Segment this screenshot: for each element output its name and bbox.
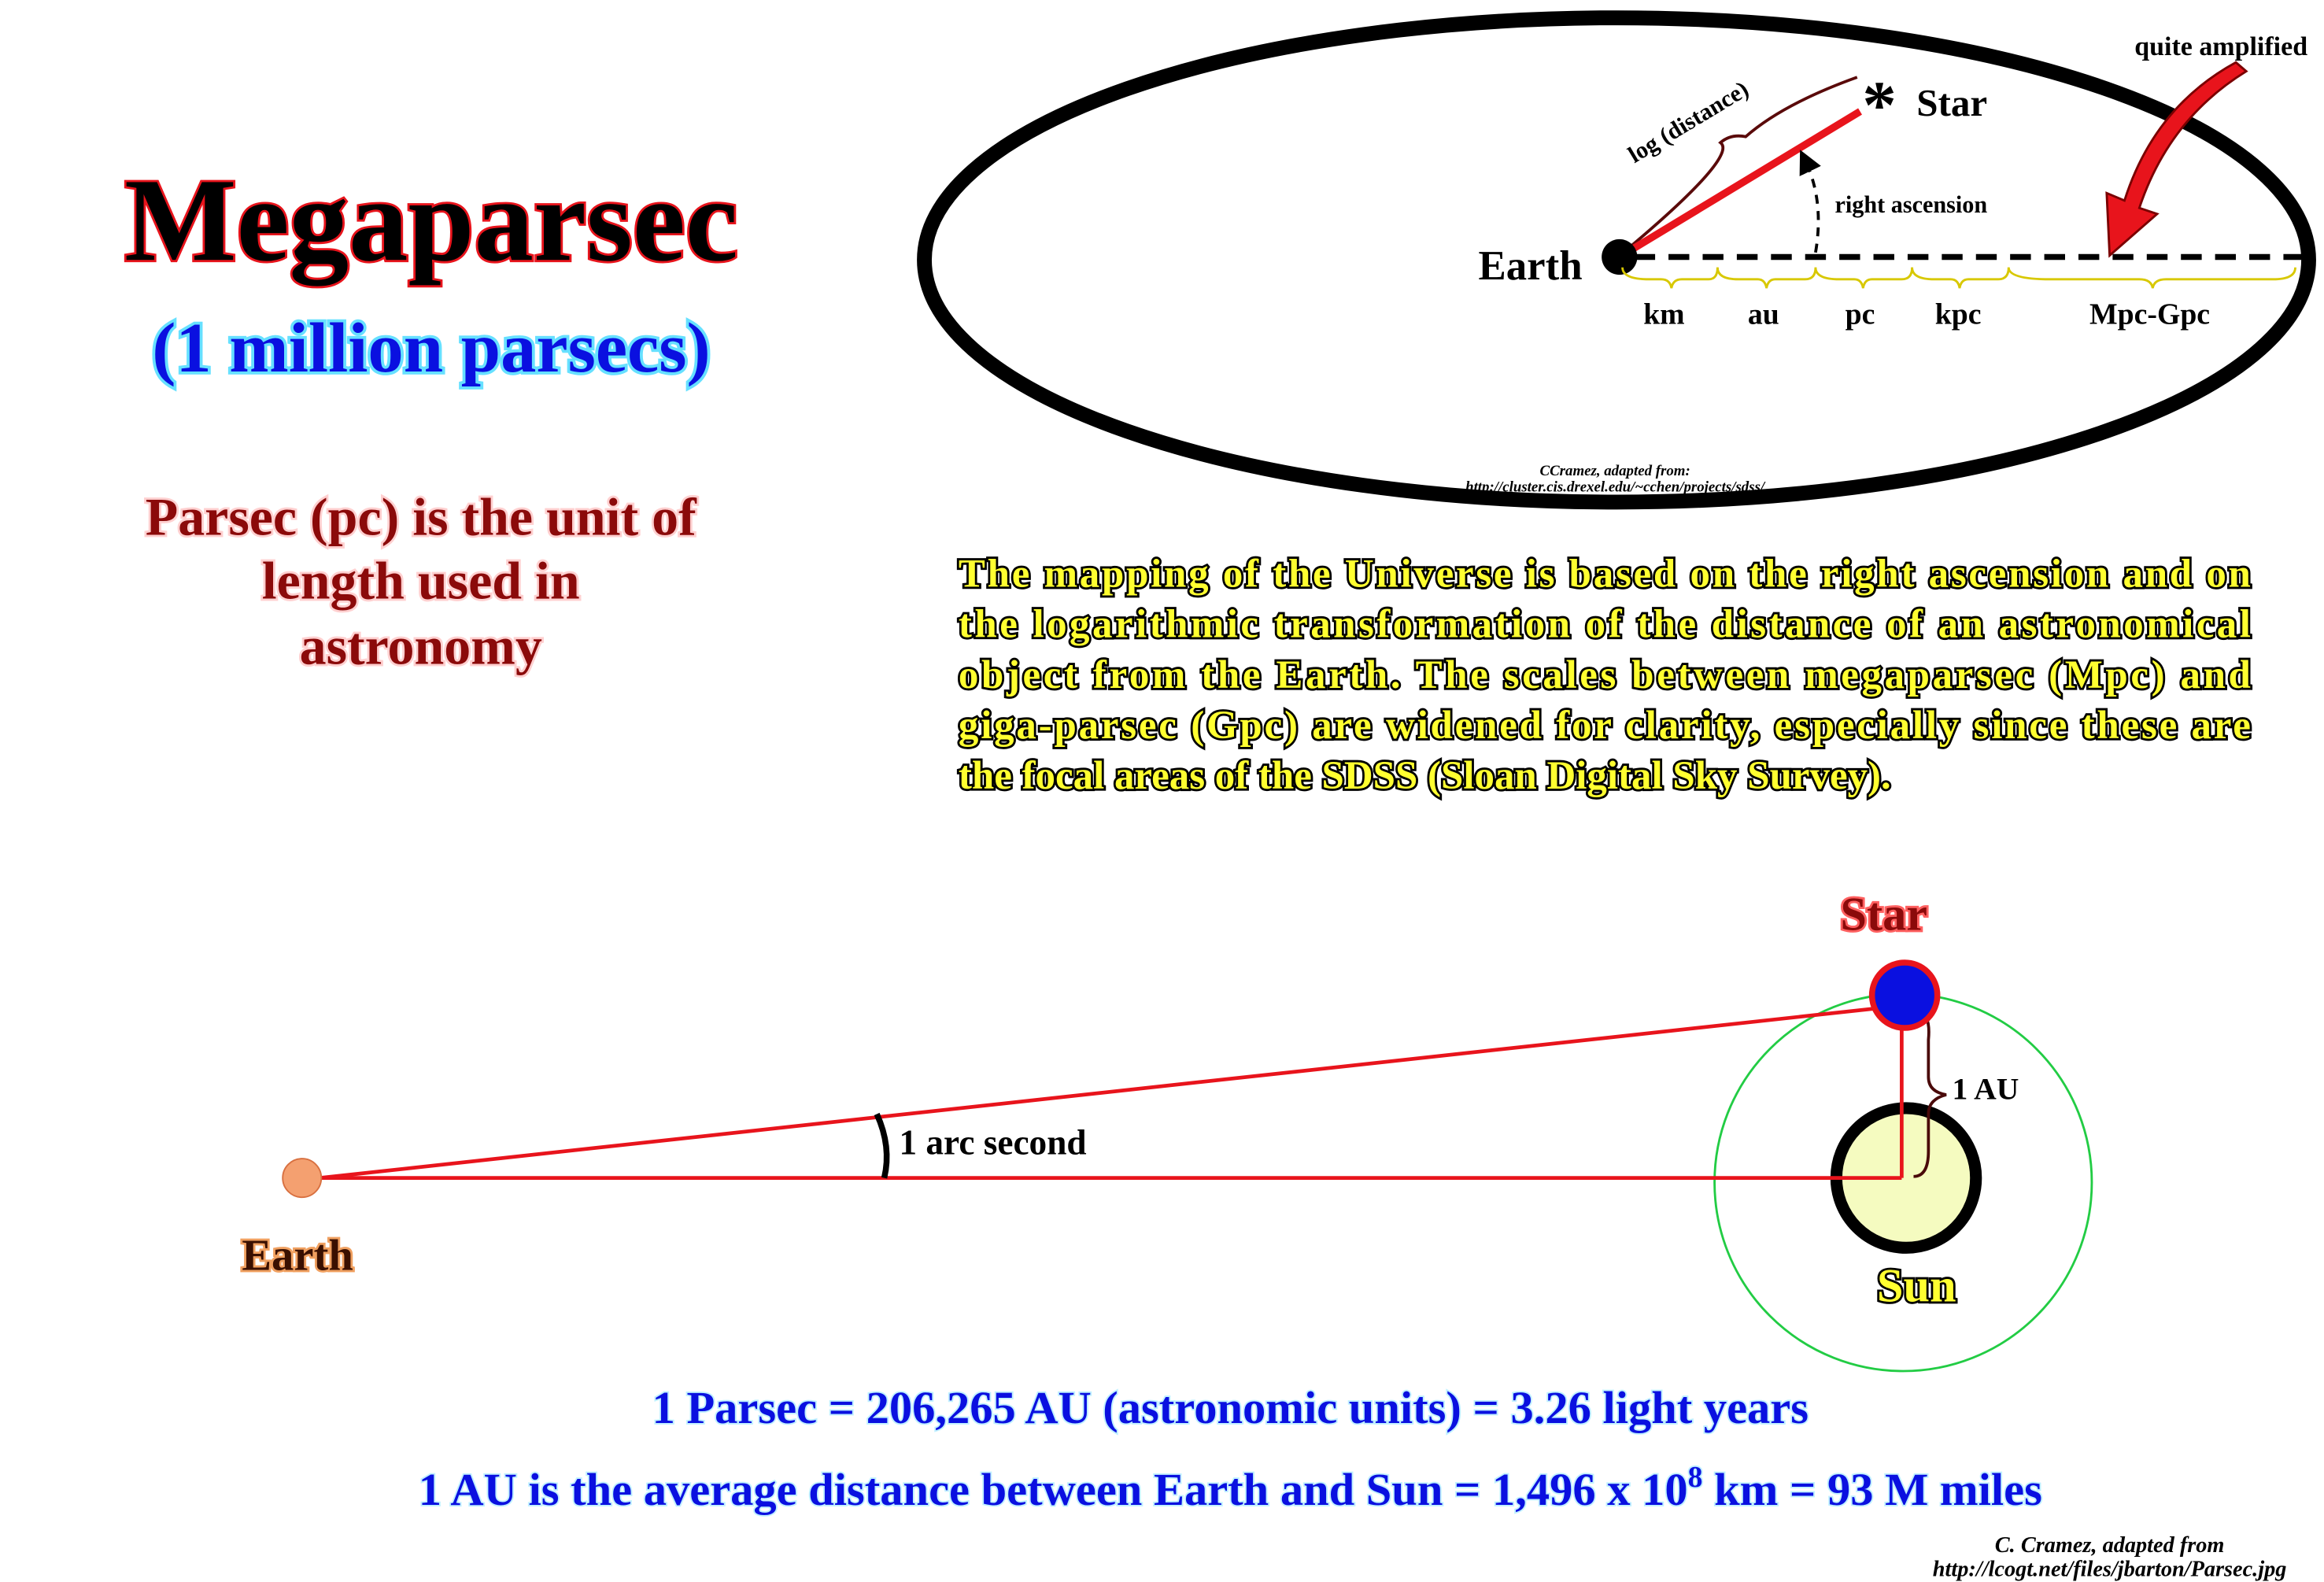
scale-braces <box>1621 267 2296 289</box>
right-ascension-label: right ascension <box>1834 191 1987 218</box>
earth-dot <box>1602 238 1638 275</box>
paragraph-line: the logarithmic transformation of the di… <box>959 603 2251 647</box>
angle-label: 1 arc second <box>899 1122 1086 1162</box>
log-distance-brace <box>1626 76 1858 251</box>
diagram-credit: CCramez, adapted from: <box>1540 463 1690 479</box>
scale-label-km: km <box>1643 298 1684 331</box>
scale-label-au: au <box>1748 298 1779 331</box>
au-fact-suffix: km = 93 M miles <box>1702 1464 2041 1515</box>
star-circle <box>1868 959 1941 1031</box>
earth-label: Earth <box>1479 243 1583 289</box>
au-fact-prefix: 1 AU is the average distance between Ear… <box>419 1464 1688 1515</box>
arc-second-angle <box>874 1112 890 1179</box>
definition-line: length used in <box>262 551 580 611</box>
star-label: Star <box>1840 888 1927 941</box>
diagram-credit-url: http://cluster.cis.drexel.edu/~cchen/pro… <box>1465 479 1766 496</box>
definition-line: Parsec (pc) is the unit of <box>146 486 697 546</box>
parallax-diagram: 1 arc second 1 AU Earth Star Sun <box>239 886 2093 1373</box>
earth-label: Earth <box>242 1232 353 1281</box>
amplified-arrow-icon <box>2105 61 2248 258</box>
right-ascension-arrow <box>1799 150 1821 253</box>
scale-label-pc: pc <box>1846 298 1875 331</box>
parsec-fact: 1 Parsec = 206,265 AU (astronomic units)… <box>652 1382 1809 1433</box>
log-distance-diagram: * Star Earth log (distance) right ascens… <box>917 10 2316 510</box>
paragraph-line: giga-parsec (Gpc) are widened for clarit… <box>959 704 2251 748</box>
scale-label-mpc-gpc: Mpc-Gpc <box>2089 298 2210 331</box>
paragraph-line: the focal areas of the SDSS (Sloan Digit… <box>959 754 1891 798</box>
scale-label-kpc: kpc <box>1935 298 1982 331</box>
line-to-star <box>320 1004 1902 1180</box>
description-paragraph: The mapping of the Universe is based on … <box>956 550 2253 800</box>
au-fact-exponent: 8 <box>1688 1461 1703 1494</box>
paragraph-line: object from the Earth. The scales betwee… <box>959 653 2251 697</box>
page-subtitle: (1 million parsecs) <box>152 308 710 387</box>
au-label: 1 AU <box>1953 1072 2019 1107</box>
definition-line: astronomy <box>300 616 542 676</box>
sun-label: Sun <box>1877 1259 1956 1312</box>
page-title: Megaparsec <box>124 153 738 286</box>
image-credit: C. Cramez, adapted from <box>1995 1533 2225 1558</box>
star-asterisk-icon: * <box>1862 67 1896 142</box>
star-label: Star <box>1916 81 1987 124</box>
distance-line <box>1617 108 1862 261</box>
au-fact: 1 AU is the average distance between Ear… <box>419 1461 2042 1515</box>
image-credit-url: http://lcogt.net/files/jbarton/Parsec.jp… <box>1933 1557 2287 1581</box>
paragraph-line: The mapping of the Universe is based on … <box>959 552 2251 596</box>
au-brace <box>1913 1008 1947 1178</box>
earth-circle <box>282 1158 323 1199</box>
amplified-label: quite amplified <box>2134 32 2307 61</box>
